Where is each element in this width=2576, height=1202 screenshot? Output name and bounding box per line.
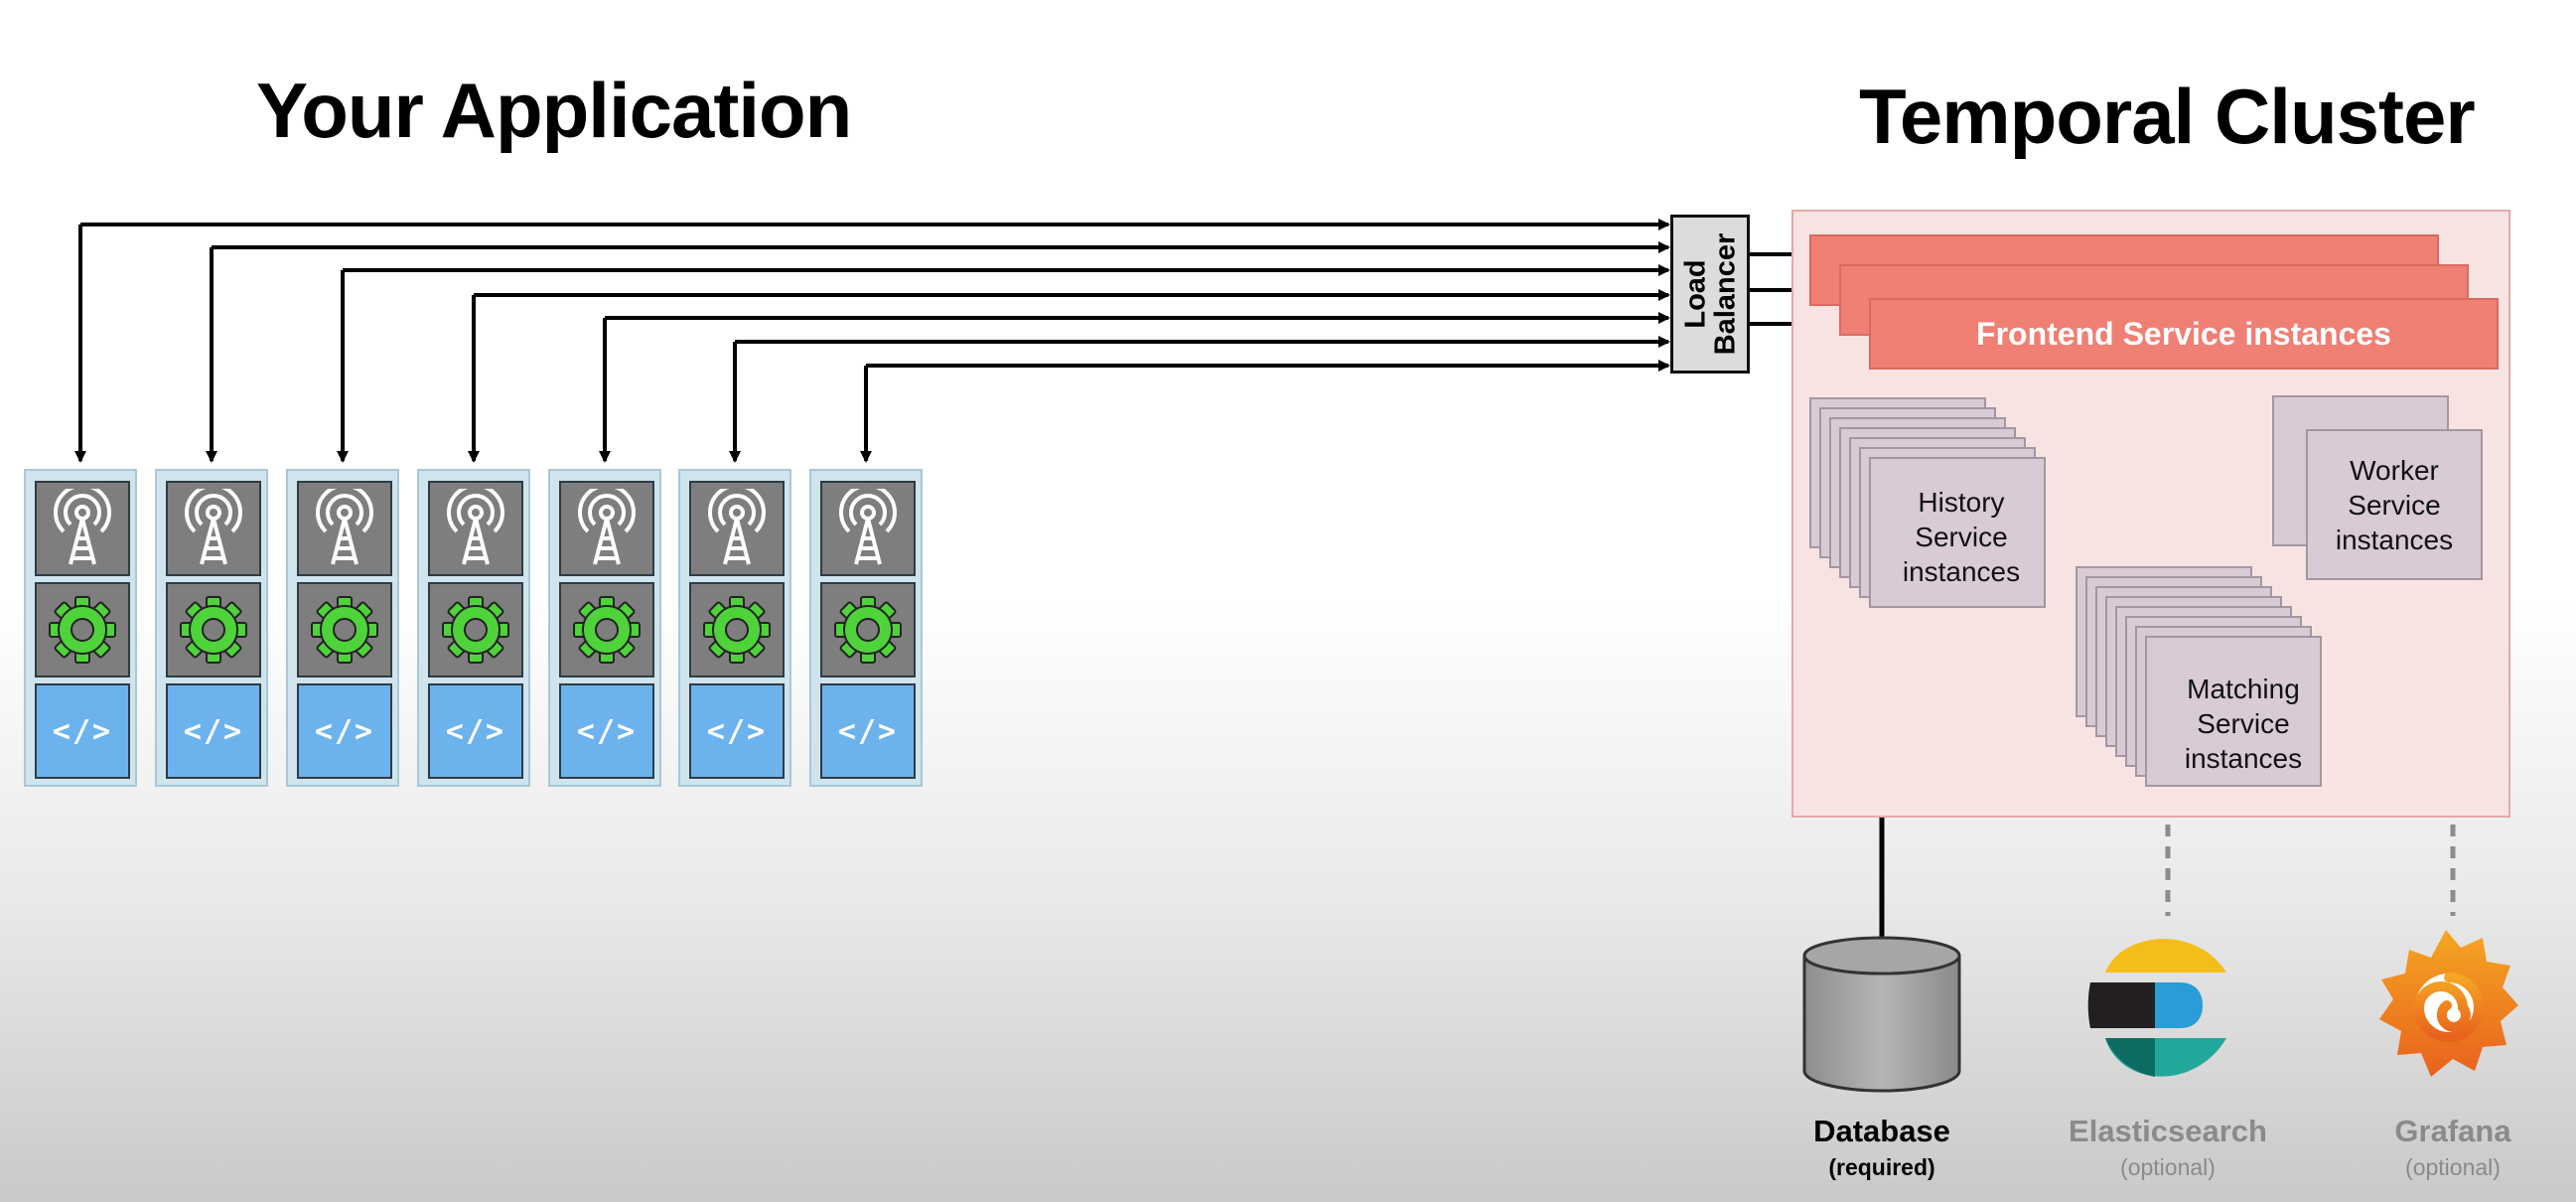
code-glyph: </>	[837, 713, 899, 749]
history-service-label: History Service instances	[1902, 486, 2021, 587]
code-icon: </>	[297, 683, 392, 779]
application-title: Your Application	[256, 67, 852, 154]
antenna-icon	[297, 481, 392, 576]
frontend-instance-layer	[1869, 298, 2499, 370]
elasticsearch-label: Elasticsearch	[2069, 1114, 2267, 1148]
gear-icon	[35, 582, 130, 677]
frontend-service-label: Frontend Service instances	[1976, 315, 2391, 352]
code-icon: </>	[428, 683, 523, 779]
app-worker-column: </>	[155, 469, 268, 787]
antenna-icon	[689, 481, 785, 576]
code-icon: </>	[689, 683, 785, 779]
matching-service-label: Matching Service instances	[2184, 673, 2303, 774]
code-glyph: </>	[576, 713, 638, 749]
app-worker-column: </>	[286, 469, 399, 787]
gear-icon	[559, 582, 654, 677]
cluster-title: Temporal Cluster	[1859, 73, 2476, 160]
antenna-icon	[35, 481, 130, 576]
elasticsearch-note: (optional)	[2120, 1154, 2216, 1180]
code-glyph: </>	[52, 713, 113, 749]
app-worker-column: </>	[809, 469, 923, 787]
gear-icon	[297, 582, 392, 677]
app-worker-column: </>	[417, 469, 530, 787]
worker-service-label: Worker Service instances	[2335, 454, 2454, 555]
code-icon: </>	[166, 683, 261, 779]
elasticsearch-logo-icon	[2087, 939, 2226, 1077]
worker-instance-card	[2306, 429, 2483, 580]
antenna-icon	[166, 481, 261, 576]
code-glyph: </>	[314, 713, 375, 749]
grafana-note: (optional)	[2405, 1154, 2501, 1180]
grafana-logo-icon	[2379, 930, 2518, 1077]
service-instance-card	[2145, 636, 2322, 787]
antenna-icon	[820, 481, 916, 576]
code-glyph: </>	[706, 713, 768, 749]
code-icon: </>	[35, 683, 130, 779]
database-note: (required)	[1828, 1154, 1935, 1180]
code-glyph: </>	[183, 713, 244, 749]
gear-icon	[820, 582, 916, 677]
app-worker-column: </>	[24, 469, 137, 787]
antenna-icon	[428, 481, 523, 576]
code-icon: </>	[559, 683, 654, 779]
gear-icon	[166, 582, 261, 677]
code-glyph: </>	[445, 713, 506, 749]
service-instance-card	[1869, 457, 2046, 608]
database-label: Database	[1813, 1114, 1950, 1148]
grafana-label: Grafana	[2394, 1114, 2511, 1148]
app-worker-column: </>	[548, 469, 661, 787]
gear-icon	[428, 582, 523, 677]
antenna-icon	[559, 481, 654, 576]
database-cylinder-icon	[1802, 936, 1961, 1093]
gear-icon	[689, 582, 785, 677]
code-icon: </>	[820, 683, 916, 779]
load-balancer: Load Balancer	[1670, 215, 1750, 374]
load-balancer-label: Load Balancer	[1679, 232, 1742, 356]
app-worker-column: </>	[678, 469, 791, 787]
